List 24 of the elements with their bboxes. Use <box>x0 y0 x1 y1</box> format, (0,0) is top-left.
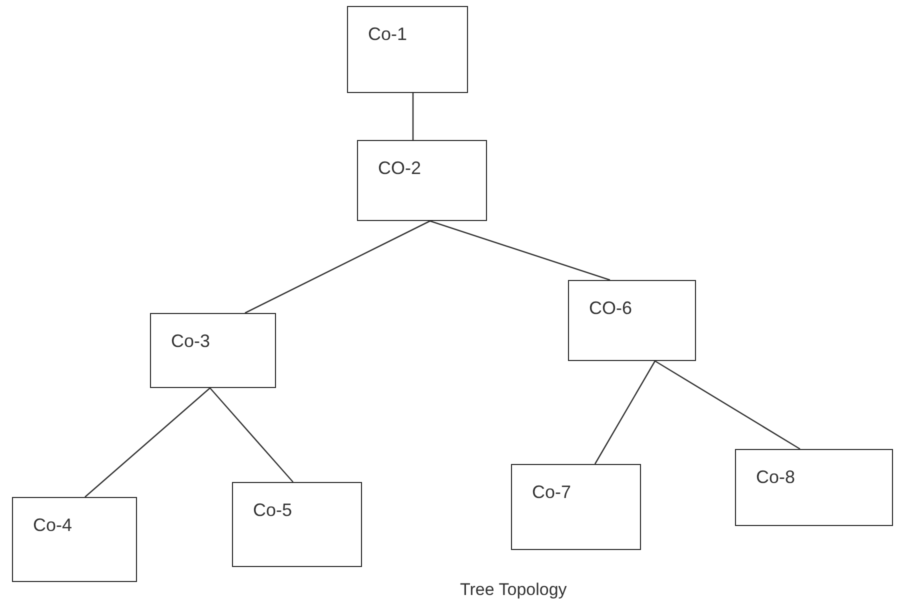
node-label: Co-5 <box>253 499 294 522</box>
connector-line <box>244 220 430 314</box>
node-box <box>232 482 362 567</box>
connector-line <box>430 220 610 281</box>
node-label: Co-3 <box>171 330 212 352</box>
node-label: Co-8 <box>756 466 796 488</box>
node-label: CO-2 <box>378 157 422 180</box>
node-label: Co-4 <box>33 514 74 536</box>
connector-line <box>654 360 800 450</box>
node-box <box>568 280 696 361</box>
connector-line <box>594 360 656 464</box>
node-label: Co-7 <box>532 481 572 504</box>
node-box <box>511 464 641 550</box>
node-box <box>735 449 893 526</box>
connector-line <box>210 388 294 482</box>
connector-line <box>412 93 414 140</box>
connector-line <box>84 388 210 498</box>
node-label: Co-1 <box>368 23 408 46</box>
node-box <box>357 140 487 221</box>
caption: Tree Topology <box>460 579 567 601</box>
node-box <box>12 497 137 582</box>
node-box <box>150 313 276 388</box>
node-box <box>347 6 468 93</box>
node-label: CO-6 <box>589 297 634 320</box>
